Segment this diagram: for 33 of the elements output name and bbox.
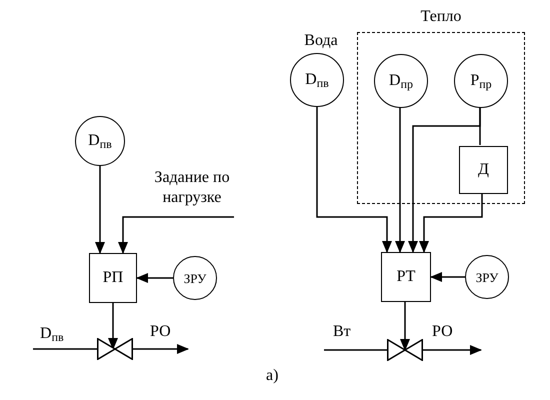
controller-box <box>89 253 137 303</box>
pipe-label: Вт <box>333 323 351 340</box>
pipe-label: РО <box>432 323 453 340</box>
valve-symbol <box>97 338 133 360</box>
controller-box <box>381 252 431 302</box>
group-heading: Тепло <box>420 8 462 25</box>
controller-label: РП <box>102 270 124 286</box>
figure-caption: а) <box>266 367 278 384</box>
instrument-label: ЗРУ <box>184 272 206 284</box>
arrow <box>95 166 105 254</box>
pipe-label: D$_{пв}$ <box>40 325 64 342</box>
instrument-label: D$_{пв}$ <box>88 133 112 149</box>
instrument-label: P$_{пр}$ <box>470 73 492 89</box>
controller-label: Д <box>478 162 489 178</box>
controller-box <box>459 146 508 194</box>
arrow <box>400 302 410 351</box>
instrument-label: D$_{пр}$ <box>389 73 413 89</box>
arrow <box>118 216 234 254</box>
arrow <box>136 273 173 283</box>
input-label: Задание по нагрузке <box>153 168 231 208</box>
arrow <box>430 272 465 282</box>
arrow <box>316 107 392 253</box>
arrow <box>423 345 482 355</box>
controller-label: РТ <box>396 269 416 285</box>
arrow <box>395 107 405 253</box>
arrow <box>108 303 118 350</box>
arrow <box>419 193 483 253</box>
instrument-label: D$_{пв}$ <box>305 72 329 88</box>
arrow <box>133 344 189 354</box>
valve-symbol <box>387 339 423 361</box>
group-label: Вода <box>304 32 338 49</box>
instrument-label: ЗРУ <box>476 270 498 284</box>
pipe-label: РО <box>150 323 171 340</box>
